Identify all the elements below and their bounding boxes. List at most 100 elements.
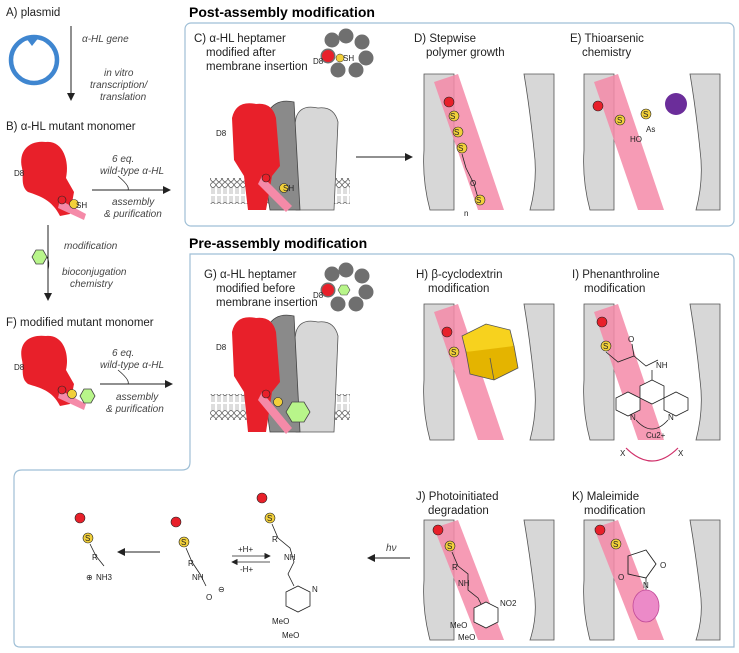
pore-closeup-k: S O O N — [583, 519, 721, 641]
chem-d8-g: D8 — [313, 291, 324, 300]
arrow-label-ivt-1: in vitro — [104, 68, 134, 79]
label-g-2: modified before — [216, 283, 295, 295]
chem-x-i2: X — [678, 449, 684, 458]
chem-x-i1: X — [620, 449, 626, 458]
label-c-3: membrane insertion — [206, 61, 308, 73]
modified-monomer-f: D8 — [14, 335, 96, 410]
chem-o-d: O — [470, 179, 476, 188]
label-c-2: modified after — [206, 47, 276, 59]
label-f: F) modified mutant monomer — [6, 317, 154, 329]
chem-d8-b: D8 — [14, 169, 25, 178]
chem-n-d: n — [464, 209, 468, 218]
post-assembly-panel — [184, 22, 735, 227]
label-c-1: C) α-HL heptamer — [194, 33, 286, 45]
chem-d8-c: D8 — [313, 57, 324, 66]
pore-closeup-h: S — [423, 303, 555, 441]
label-j-1: J) Photoinitiated — [416, 491, 498, 503]
chem-cu-i: Cu2+ — [646, 431, 666, 440]
arrow-label-asm-b-2: & purification — [104, 209, 162, 220]
arrow-label-wt-f: wild-type α-HL — [100, 360, 164, 371]
chem-d8-c2: D8 — [216, 129, 227, 138]
maleimide-cargo-icon — [632, 589, 660, 623]
label-h-1: H) β-cyclodextrin — [416, 269, 503, 281]
chem-r-m3: R — [92, 553, 98, 562]
chem-hminus: -H+ — [240, 565, 253, 574]
chem-s-e2: S — [643, 110, 648, 119]
label-i-1: I) Phenanthroline — [572, 269, 660, 281]
label-a: A) plasmid — [6, 7, 60, 19]
chem-nh-m1: NH — [284, 553, 296, 562]
label-g-1: G) α-HL heptamer — [204, 269, 297, 281]
chem-nh-j: NH — [458, 579, 470, 588]
chem-r-m2: R — [188, 559, 194, 568]
molecule-caged: S R NH N MeO MeO — [256, 492, 318, 640]
arrow-label-ivt-2: transcription/ — [90, 80, 148, 91]
chem-s-m2: S — [181, 538, 186, 547]
chem-nh3-m3: NH3 — [96, 573, 113, 582]
modifier-hexagon-icon — [31, 249, 48, 265]
label-d-1: D) Stepwise — [414, 33, 476, 45]
chem-meo-j1: MeO — [450, 621, 467, 630]
chem-sh-c2: SH — [283, 184, 294, 193]
heptamer-schematic-g: D8 — [313, 262, 374, 312]
chem-s-i: S — [603, 342, 608, 351]
arrow-label-asm-f-2: & purification — [106, 404, 164, 415]
label-g-3: membrane insertion — [216, 297, 318, 309]
arrow-label-hv: hν — [386, 543, 397, 554]
chem-s-d4: S — [476, 196, 481, 205]
label-d-2: polymer growth — [426, 47, 505, 59]
heptamer-pore-g: D8 — [216, 314, 339, 434]
chem-hplus: +H+ — [238, 545, 253, 554]
chem-plus-m3: ⊕ — [86, 573, 93, 582]
chem-nh-i: NH — [656, 361, 668, 370]
chem-meo-m1b: MeO — [282, 631, 299, 640]
label-i-2: modification — [584, 283, 645, 295]
arrow-label-ivt-3: translation — [100, 92, 147, 103]
pre-assembly-panel — [13, 253, 735, 648]
chem-s-h: S — [451, 348, 456, 357]
arrow-label-gene: α-HL gene — [82, 34, 129, 45]
chem-d8-f: D8 — [14, 363, 25, 372]
pore-closeup-j: S R NH NO2 MeO MeO — [423, 519, 555, 642]
arrow-label-eq-b: 6 eq. — [112, 154, 134, 165]
chem-minus-m2: ⊖ — [218, 585, 225, 594]
arrow-label-bio-2: chemistry — [70, 279, 114, 290]
chem-nh-m2: NH — [192, 573, 204, 582]
chem-d8-g2: D8 — [216, 343, 227, 352]
chem-r-j: R — [452, 563, 458, 572]
label-e-1: E) Thioarsenic — [570, 33, 644, 45]
chem-sh-b: SH — [76, 201, 87, 210]
chem-s-m1: S — [267, 514, 272, 523]
chem-ho-e: HO — [630, 135, 642, 144]
heptamer-pore-c: D8 SH — [216, 100, 339, 212]
pore-closeup-i: S O NH N N Cu2+ X X — [583, 303, 721, 462]
chem-r-m1: R — [272, 535, 278, 544]
label-h-2: modification — [428, 283, 489, 295]
chem-meo-m1a: MeO — [272, 617, 289, 626]
heading-post-assembly: Post-assembly modification — [189, 4, 375, 20]
label-k-1: K) Maleimide — [572, 491, 639, 503]
chem-n-m1: N — [312, 585, 318, 594]
chem-o-i: O — [628, 335, 634, 344]
chem-meo-j2: MeO — [458, 633, 475, 642]
chem-s-d1: S — [450, 112, 455, 121]
chem-sh-c: SH — [343, 54, 354, 63]
arrow-label-wt-b: wild-type α-HL — [100, 166, 164, 177]
arrow-label-mod: modification — [64, 241, 118, 252]
chem-s-d3: S — [458, 144, 463, 153]
chem-n-i2: N — [668, 413, 674, 422]
chem-s-k: S — [613, 540, 618, 549]
label-j-2: degradation — [428, 505, 489, 517]
arrow-label-bio-1: bioconjugation — [62, 267, 127, 278]
chem-s-m3: S — [85, 534, 90, 543]
molecule-carbamate: S R NH O ⊖ — [170, 516, 225, 602]
arrow-label-asm-f-1: assembly — [116, 392, 159, 403]
label-e-2: chemistry — [582, 47, 631, 59]
pore-closeup-d: S S S O S n — [423, 73, 555, 218]
arrow-label-eq-f: 6 eq. — [112, 348, 134, 359]
chem-s-j: S — [447, 542, 452, 551]
pore-closeup-e: S S As HO — [583, 73, 721, 211]
label-b: B) α-HL mutant monomer — [6, 121, 136, 133]
heptamer-schematic-c: D8 SH — [313, 28, 374, 78]
